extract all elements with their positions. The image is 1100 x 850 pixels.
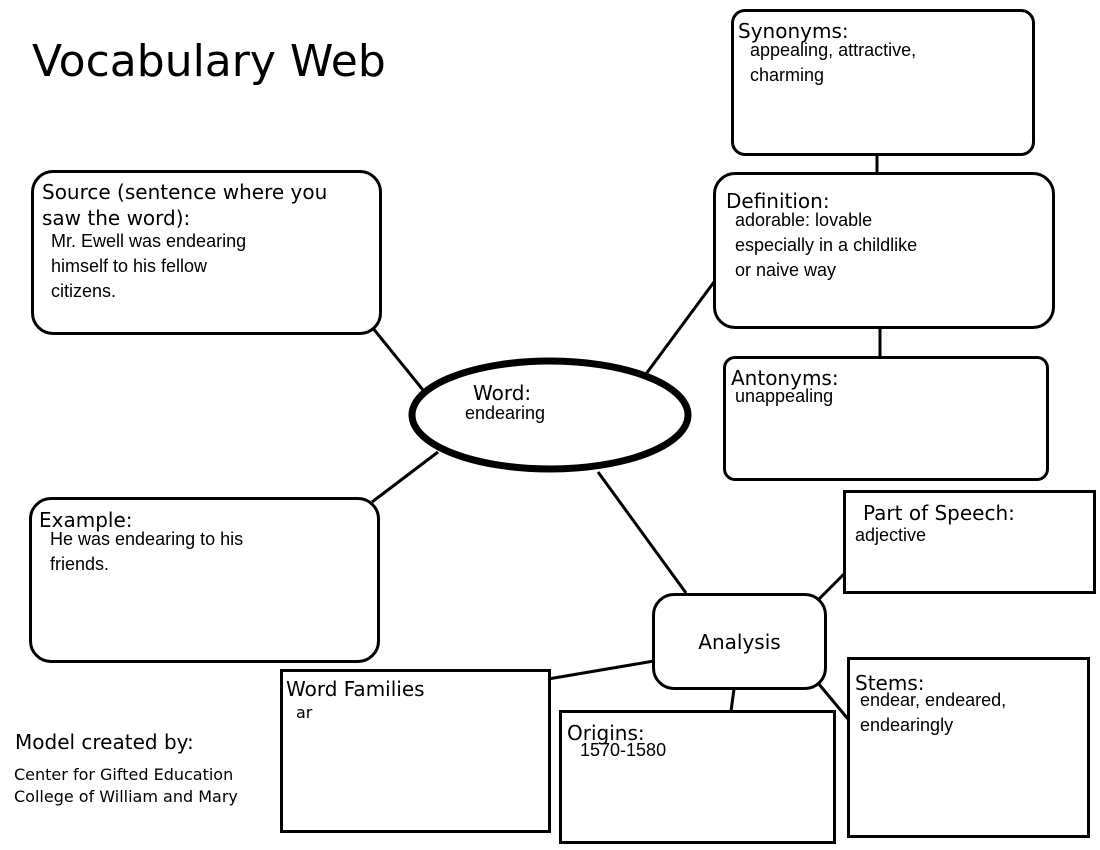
example-value: He was endearing to his friends. <box>50 529 244 574</box>
word-families-value: ar <box>296 703 313 722</box>
credit-line-2: College of William and Mary <box>14 787 238 806</box>
antonyms-value: unappealing <box>735 386 834 406</box>
credit-heading: Model created by: <box>15 730 194 754</box>
definition-box: Definition: adorable: lovable especially… <box>713 172 1055 329</box>
word-families-box: Word Families ar <box>280 669 551 833</box>
word-ellipse <box>408 357 692 473</box>
source-value: Mr. Ewell was endearing himself to his f… <box>51 231 247 301</box>
analysis-box: Analysis <box>652 593 827 690</box>
analysis-label: Analysis <box>698 630 781 654</box>
connector-analysis-wordfamilies <box>547 659 655 681</box>
example-label: Example: <box>39 508 133 532</box>
synonyms-value: appealing, attractive, charming <box>750 40 917 85</box>
connector-word-analysis <box>596 471 688 594</box>
part-of-speech-label: Part of Speech: <box>863 501 1015 525</box>
word-label: Word: <box>473 381 532 405</box>
origins-value: 1570-1580 <box>580 740 667 760</box>
source-label: Source (sentence where you saw the word)… <box>42 180 328 230</box>
stems-label: Stems: <box>855 671 925 695</box>
part-of-speech-value: adjective <box>855 525 927 545</box>
synonyms-box: Synonyms: appealing, attractive, charmin… <box>731 9 1035 156</box>
part-of-speech-box: Part of Speech: adjective <box>843 490 1096 594</box>
word-value: endearing <box>465 403 546 423</box>
page-title: Vocabulary Web <box>32 36 386 87</box>
example-box: Example: He was endearing to his friends… <box>29 497 380 663</box>
stems-value: endear, endeared, endearingly <box>860 690 1007 735</box>
definition-label: Definition: <box>726 189 830 213</box>
connector-example-word <box>371 450 439 504</box>
stems-box: Stems: endear, endeared, endearingly <box>847 657 1090 838</box>
definition-value: adorable: lovable especially in a childl… <box>735 210 918 280</box>
credit-line-1: Center for Gifted Education <box>14 765 234 784</box>
connector-analysis-pos <box>816 570 848 602</box>
connector-analysis-origins <box>729 688 736 712</box>
synonyms-label: Synonyms: <box>738 19 849 43</box>
origins-box: Origins: 1570-1580 <box>559 710 836 844</box>
origins-label: Origins: <box>567 721 645 745</box>
source-box: Source (sentence where you saw the word)… <box>31 170 382 335</box>
antonyms-box: Antonyms: unappealing <box>723 356 1049 481</box>
connector-source-word <box>370 326 425 391</box>
word-families-label: Word Families <box>286 677 425 701</box>
antonyms-label: Antonyms: <box>731 366 839 390</box>
connector-word-definition <box>644 281 716 375</box>
